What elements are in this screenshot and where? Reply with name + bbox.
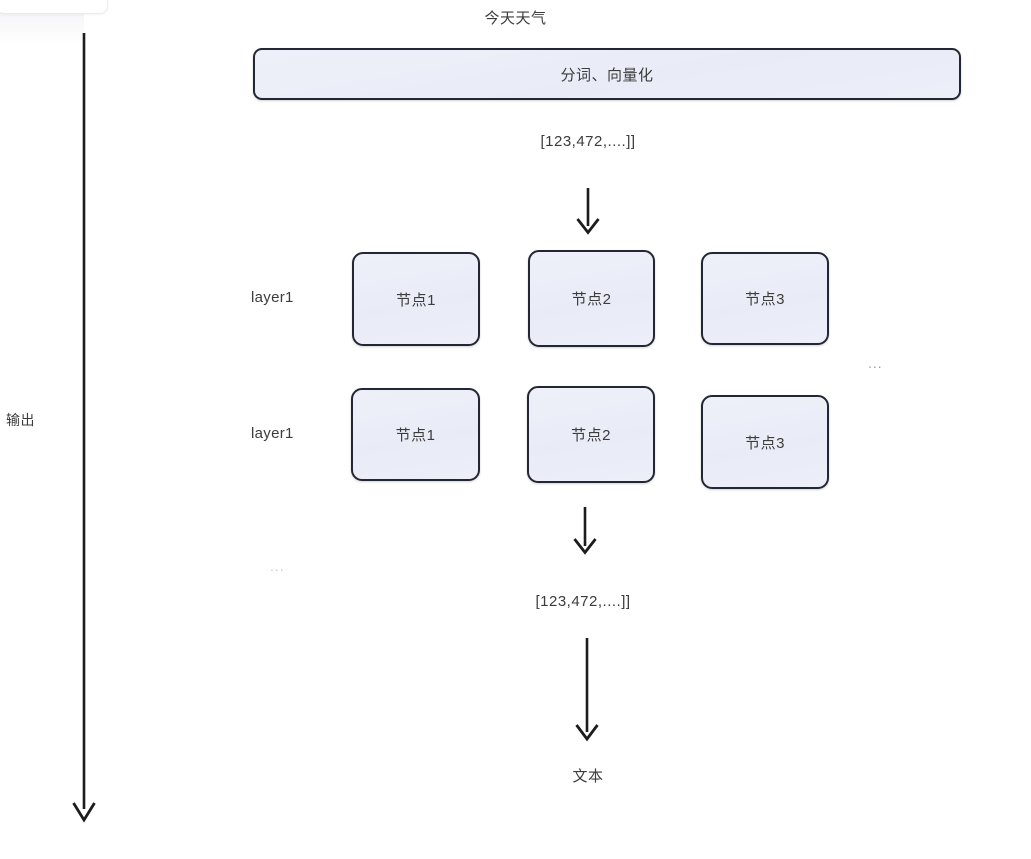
- arrow-vector-to-text: [565, 636, 609, 746]
- layer1-more-nodes-ellipsis: ...: [868, 355, 883, 371]
- output-text-label: 文本: [572, 768, 604, 785]
- arrow-output-timeline: [63, 31, 105, 831]
- tokenize-vectorize-box[interactable]: 分词、向量化: [253, 48, 961, 100]
- layer2-node-2[interactable]: 节点2: [527, 386, 655, 483]
- page-title: 今天天气: [484, 10, 547, 27]
- layer-label-1: layer1: [251, 289, 294, 306]
- vector-top-label: [123,472,....]]: [540, 133, 636, 150]
- layer2-more-layers-ellipsis: ...: [270, 558, 285, 574]
- arrow-tokenize-to-layer1: [566, 186, 610, 236]
- layer2-node-1[interactable]: 节点1: [351, 388, 480, 481]
- vector-bottom-label: [123,472,....]]: [535, 593, 631, 610]
- layer1-node-3[interactable]: 节点3: [701, 252, 829, 345]
- layer2-node-3[interactable]: 节点3: [701, 395, 829, 489]
- arrow-layer2-to-vector: [563, 505, 607, 557]
- layer1-node-2[interactable]: 节点2: [528, 250, 655, 347]
- browser-tab-ghost: [0, 0, 108, 14]
- layer-label-2: layer1: [251, 425, 294, 442]
- output-axis-label: 输出: [6, 412, 35, 428]
- layer1-node-1[interactable]: 节点1: [352, 252, 480, 346]
